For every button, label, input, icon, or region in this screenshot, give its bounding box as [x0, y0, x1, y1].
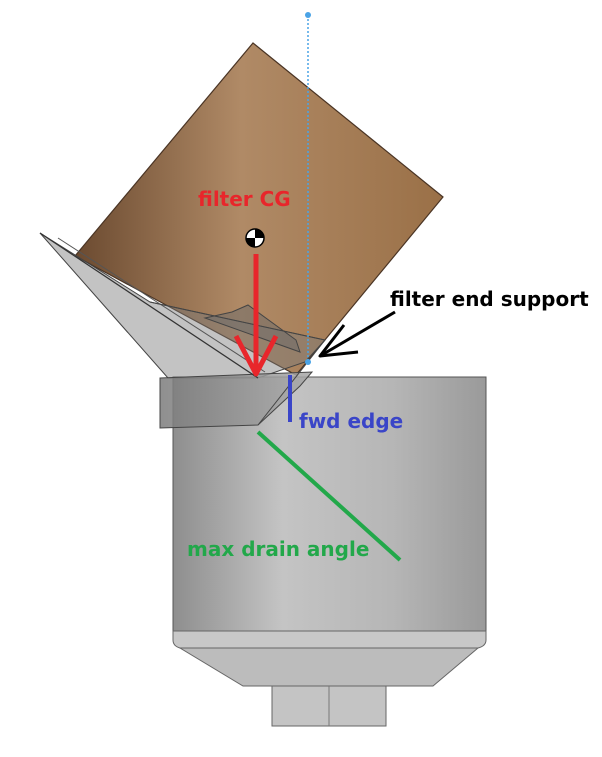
label-filter-cg: filter CG: [198, 187, 291, 211]
guide-bottom-dot: [305, 359, 311, 365]
canister-funnel: [178, 647, 480, 687]
label-fwd-edge: fwd edge: [299, 409, 403, 433]
canister-bottom-band: [172, 630, 487, 649]
cg-arrow: [233, 254, 279, 377]
tray-edge-3: [149, 301, 326, 341]
support-arrow: [318, 310, 396, 358]
tray-lip: [159, 371, 314, 429]
tray-edge-1: [39, 232, 259, 379]
label-filter-end-support: filter end support: [390, 287, 589, 311]
label-max-drain-angle: max drain angle: [187, 537, 369, 561]
canister: [172, 376, 487, 727]
vertical-guide: [305, 12, 311, 365]
guide-top-dot: [305, 12, 311, 18]
cg-symbol: [245, 228, 265, 248]
max-drain-line: [256, 430, 402, 562]
